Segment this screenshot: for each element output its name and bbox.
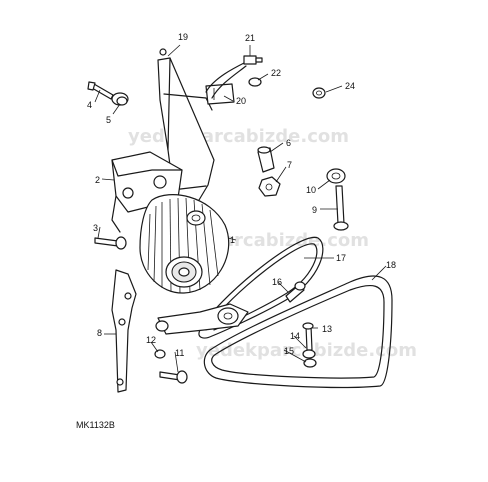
nut-7: [258, 176, 281, 197]
bolt-13: [302, 322, 314, 351]
callout-2: 2: [95, 175, 100, 185]
bolt-4: [87, 81, 114, 100]
callout-5: 5: [106, 115, 111, 125]
washer-14: [302, 349, 316, 359]
callout-11: 11: [175, 348, 184, 358]
bush-10: [326, 168, 346, 184]
callout-12: 12: [146, 335, 156, 345]
tensioner-arm: [155, 303, 249, 335]
wire-harness: [205, 61, 247, 99]
callout-17: 17: [336, 253, 346, 263]
callout-3: 3: [93, 223, 98, 233]
washer-15: [303, 358, 317, 368]
bolt-3: [94, 236, 127, 250]
callout-1: 1: [230, 235, 235, 245]
bolt-9: [333, 185, 349, 231]
bolt-11: [159, 370, 188, 384]
bolt-16: [285, 281, 306, 303]
spacer-12: [154, 349, 166, 359]
callout-6: 6: [286, 138, 291, 148]
callout-16: 16: [272, 277, 282, 287]
callout-19: 19: [178, 32, 188, 42]
watermark-1: yedekparcabizde.com: [128, 126, 349, 147]
bolt-6: [257, 146, 275, 173]
callout-10: 10: [306, 185, 316, 195]
callout-24: 24: [345, 81, 355, 91]
bush-5: [111, 92, 129, 106]
callout-18: 18: [386, 260, 396, 270]
callout-21: 21: [245, 33, 255, 43]
tensioner-bracket-8: [111, 269, 137, 393]
callout-13: 13: [322, 324, 332, 334]
washer-24: [312, 87, 326, 99]
callout-14: 14: [290, 331, 300, 341]
alternator: [139, 194, 230, 294]
drive-belt-18: [203, 275, 393, 389]
callout-22: 22: [271, 68, 281, 78]
diagram-code: MK1132B: [76, 420, 115, 430]
leader-lines: [94, 44, 387, 373]
screw-21: [243, 55, 263, 65]
callout-4: 4: [87, 100, 92, 110]
callout-7: 7: [287, 160, 292, 170]
callout-20: 20: [236, 96, 246, 106]
callout-labels: 1 2 3 4 5 6 7 8 9 10 11 12 13 14 15 16 1…: [87, 32, 396, 358]
callout-9: 9: [312, 205, 317, 215]
callout-8: 8: [97, 328, 102, 338]
callout-15: 15: [284, 346, 294, 356]
